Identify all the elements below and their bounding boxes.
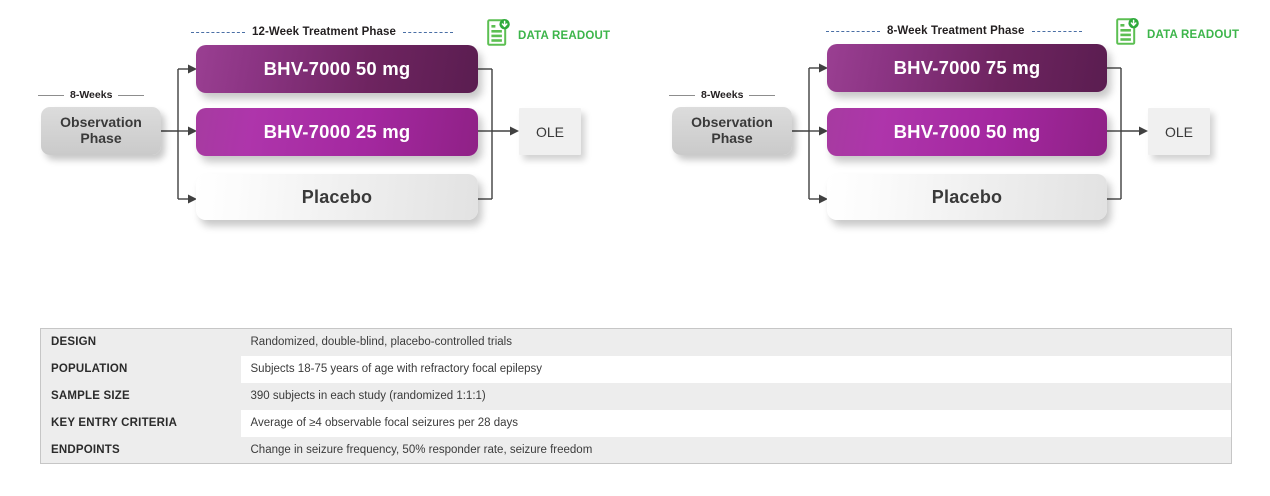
weeks-line-right xyxy=(749,94,776,96)
data-readout-label: DATA READOUT xyxy=(1147,28,1240,41)
row-value: Subjects 18-75 years of age with refract… xyxy=(240,355,1232,383)
arm-label: Placebo xyxy=(931,186,1003,207)
study-1-diagram: 12-Week Treatment Phase DATA READOUT 8-W… xyxy=(0,0,650,250)
data-readout-label: DATA READOUT xyxy=(518,29,611,42)
arm-label: Placebo xyxy=(301,186,373,207)
study-summary-table: DESIGN Randomized, double-blind, placebo… xyxy=(40,328,1232,464)
weeks-line-left xyxy=(669,94,695,96)
summary-table-body: DESIGN Randomized, double-blind, placebo… xyxy=(40,328,1232,464)
arm-label: BHV-7000 25 mg xyxy=(263,121,411,142)
weeks-label-text: 8-Weeks xyxy=(70,89,113,101)
study-2-observation-phase-box: Observation Phase xyxy=(672,107,792,155)
observation-line-2: Phase xyxy=(711,130,753,146)
study-1-arm-2: BHV-7000 25 mg xyxy=(196,108,478,156)
study-2-ole-box: OLE xyxy=(1148,108,1210,155)
study-2-data-readout: DATA READOUT xyxy=(1116,18,1239,51)
arm-label: BHV-7000 50 mg xyxy=(893,121,1041,142)
study-2-phase-label: 8-Week Treatment Phase xyxy=(826,25,1082,37)
study-1-phase-label: 12-Week Treatment Phase xyxy=(191,26,453,38)
study-1-ole-box: OLE xyxy=(519,108,581,155)
row-label: ENDPOINTS xyxy=(40,436,241,464)
phase-dash-left xyxy=(191,31,245,33)
arm-label: BHV-7000 75 mg xyxy=(893,57,1041,78)
phase-label-text: 8-Week Treatment Phase xyxy=(887,25,1025,37)
phase-label-text: 12-Week Treatment Phase xyxy=(252,26,396,38)
ole-label: OLE xyxy=(535,123,564,140)
study-1-observation-phase-box: Observation Phase xyxy=(41,107,161,155)
phase-dash-right xyxy=(1031,30,1082,32)
weeks-label-text: 8-Weeks xyxy=(701,89,744,101)
row-value: 390 subjects in each study (randomized 1… xyxy=(240,382,1232,410)
study-2-weeks-label: 8-Weeks xyxy=(669,89,776,101)
row-label: DESIGN xyxy=(40,328,241,356)
document-download-icon xyxy=(487,19,511,52)
study-2-arm-1: BHV-7000 75 mg xyxy=(827,44,1107,92)
observation-line-2: Phase xyxy=(80,130,122,146)
phase-dash-right xyxy=(403,31,453,33)
study-1-data-readout: DATA READOUT xyxy=(487,19,610,52)
study-1-arm-1: BHV-7000 50 mg xyxy=(196,45,478,93)
ole-label: OLE xyxy=(1164,123,1193,140)
row-value: Randomized, double-blind, placebo-contro… xyxy=(240,328,1232,356)
weeks-line-left xyxy=(38,94,64,96)
weeks-line-right xyxy=(118,94,145,96)
document-download-icon xyxy=(1116,18,1140,51)
row-value: Average of ≥4 observable focal seizures … xyxy=(240,409,1232,437)
table-row: POPULATION Subjects 18-75 years of age w… xyxy=(40,355,1232,383)
study-2-arm-2: BHV-7000 50 mg xyxy=(827,108,1107,156)
table-row: DESIGN Randomized, double-blind, placebo… xyxy=(40,328,1232,356)
study-2-diagram: 8-Week Treatment Phase DATA READOUT 8-We… xyxy=(630,0,1270,250)
table-row: SAMPLE SIZE 390 subjects in each study (… xyxy=(40,382,1232,410)
row-label: KEY ENTRY CRITERIA xyxy=(40,409,241,437)
row-label: POPULATION xyxy=(40,355,241,383)
study-1-arm-3: Placebo xyxy=(196,174,478,220)
row-value: Change in seizure frequency, 50% respond… xyxy=(240,436,1232,464)
table-row: ENDPOINTS Change in seizure frequency, 5… xyxy=(40,436,1232,464)
study-1-weeks-label: 8-Weeks xyxy=(38,89,145,101)
arm-label: BHV-7000 50 mg xyxy=(263,58,411,79)
observation-line-1: Observation xyxy=(60,114,142,131)
study-2-arm-3: Placebo xyxy=(827,174,1107,220)
table-row: KEY ENTRY CRITERIA Average of ≥4 observa… xyxy=(40,409,1232,437)
phase-dash-left xyxy=(826,30,880,32)
observation-line-1: Observation xyxy=(691,114,773,131)
row-label: SAMPLE SIZE xyxy=(40,382,241,410)
